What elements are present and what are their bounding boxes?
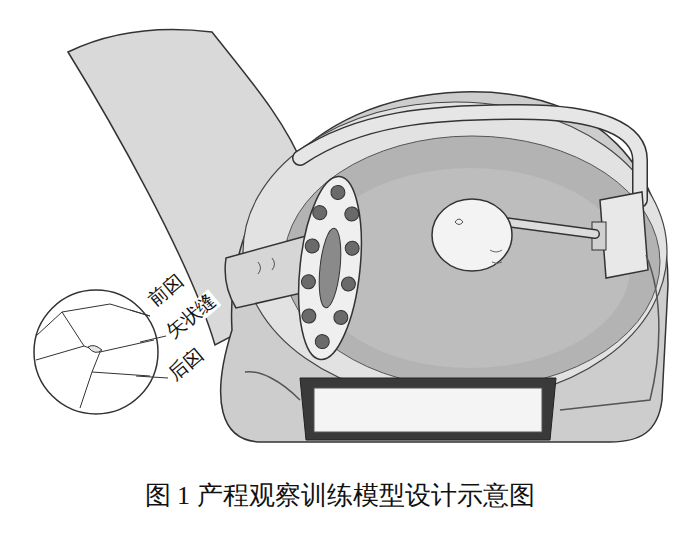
pelvis-body <box>221 92 668 442</box>
tube-folds <box>258 258 275 274</box>
figure-caption: 图 1 产程观察训练模型设计示意图 <box>0 478 679 513</box>
display-screen <box>314 388 542 432</box>
part-label: 前囟 <box>143 269 189 312</box>
cervix-dial <box>291 173 370 362</box>
part-label: 后囟 <box>163 343 209 386</box>
rod-outline <box>505 222 595 234</box>
cavity <box>284 136 660 388</box>
skull-inset <box>34 290 158 414</box>
motor-box <box>600 192 648 278</box>
fetal-ear <box>455 219 463 225</box>
fetal-face <box>490 250 502 264</box>
wire <box>245 372 300 400</box>
wire <box>560 255 659 410</box>
vaginal-tube <box>225 236 306 308</box>
skull-sutures <box>36 304 154 408</box>
rod <box>505 222 595 234</box>
display-frame <box>300 378 556 440</box>
cavity-rim <box>243 102 667 402</box>
fetal-head <box>432 199 512 271</box>
leader-lines <box>130 310 168 378</box>
